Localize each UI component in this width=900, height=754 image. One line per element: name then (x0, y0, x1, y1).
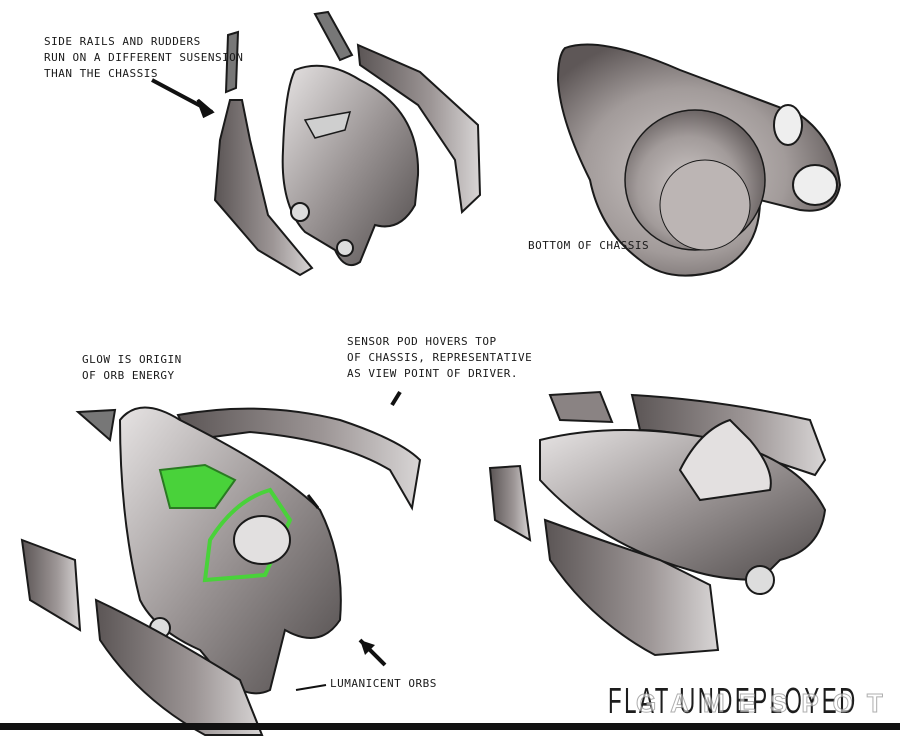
note-glow: GLOW IS ORIGIN OF ORB ENERGY (82, 353, 182, 382)
callout-sensor (390, 390, 402, 407)
callout-orbs-line (295, 684, 327, 691)
note-side-rails: SIDE RAILS AND RUDDERS RUN ON A DIFFEREN… (44, 35, 244, 80)
glow-emitter (158, 463, 237, 509)
sketch-perspective-glow (20, 406, 422, 736)
side-fin-left (20, 538, 82, 632)
left-rail (213, 99, 314, 277)
sketch-bottom-of-chassis (556, 43, 842, 277)
sensor-pod (678, 418, 772, 502)
lower-rail (543, 518, 720, 657)
sketch-top-view-exploded (213, 10, 482, 277)
right-rudder (313, 10, 354, 62)
chassis-top (281, 64, 420, 266)
front-fin-right (488, 464, 532, 542)
sketch-perspective-right (488, 390, 827, 657)
note-bottom-of-chassis: BOTTOM OF CHASSIS (528, 239, 650, 252)
sensor-window (303, 111, 352, 139)
orb-left (290, 202, 310, 222)
left-rudder (224, 30, 240, 94)
right-rail (356, 43, 482, 215)
bottom-rule (0, 723, 900, 730)
front-fin (75, 408, 117, 442)
note-lumanicent-orbs: LUMANICENT ORBS (330, 677, 437, 690)
sheet-title: FLAT UNDEPLOYED (608, 680, 858, 721)
callout-arrow-pod (306, 494, 320, 509)
rear-rail (548, 390, 614, 424)
top-rail (176, 407, 422, 511)
bottom-rail (94, 598, 264, 736)
orb-right (336, 239, 354, 257)
gamespot-watermark: GAMESPOT (636, 688, 897, 719)
note-sensor-pod: SENSOR POD HOVERS TOP OF CHASSIS, REPRES… (347, 335, 533, 380)
